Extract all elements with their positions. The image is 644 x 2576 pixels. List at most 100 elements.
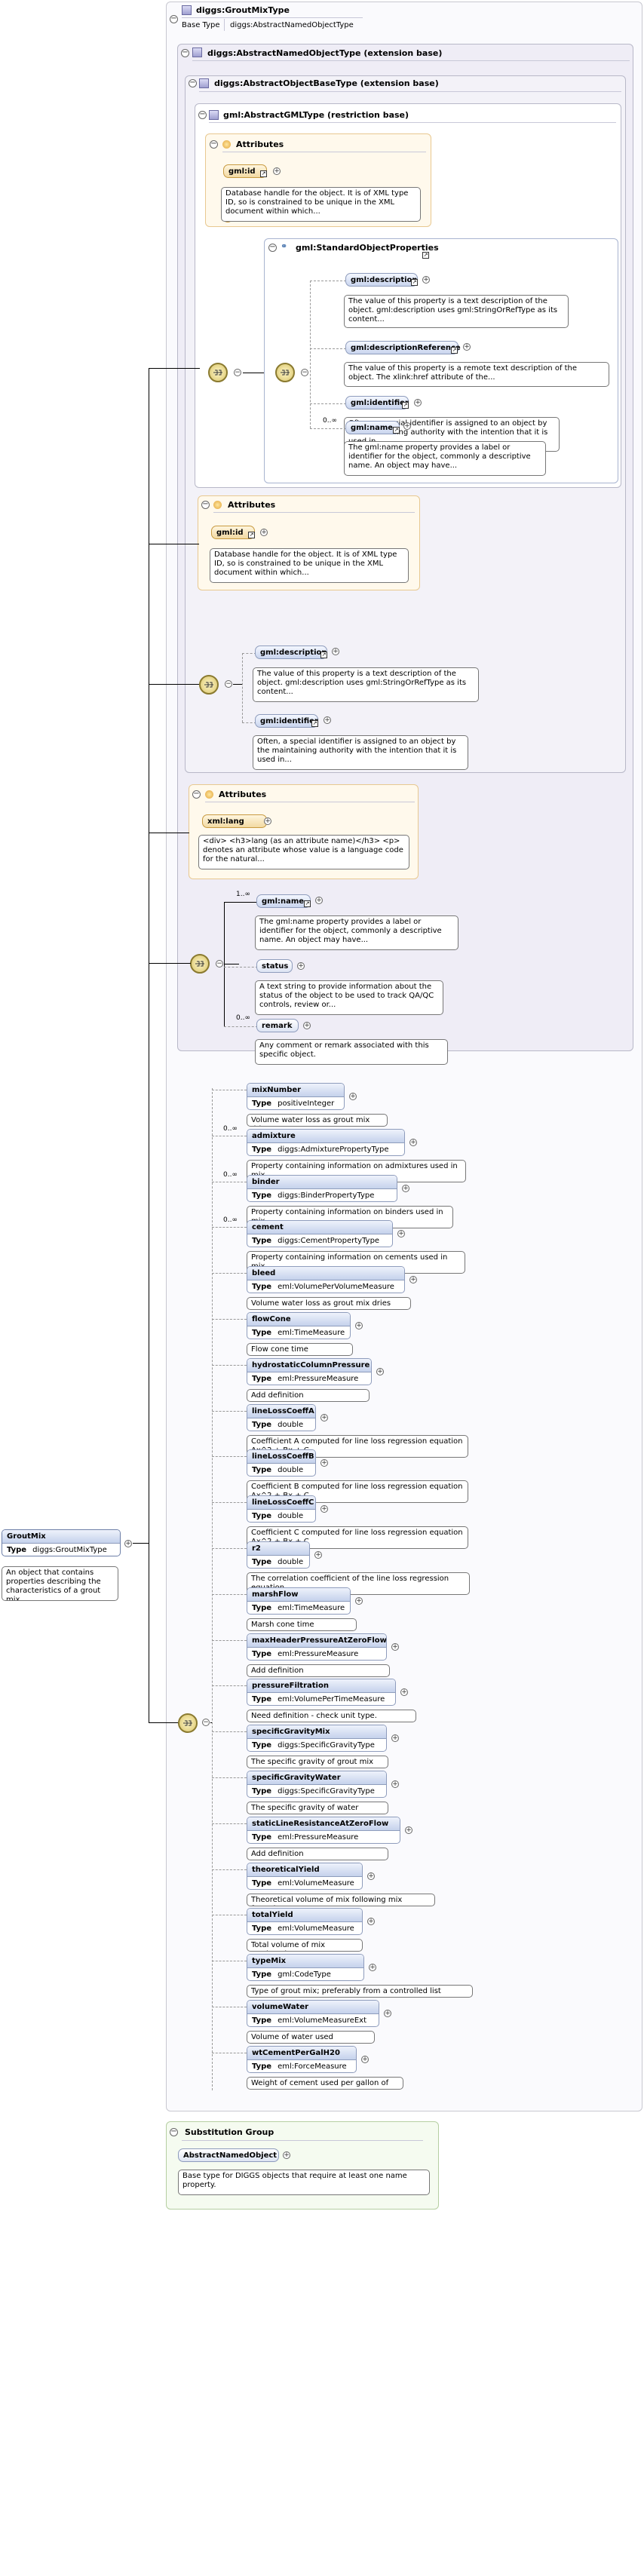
element-type-label: Type xyxy=(252,1283,272,1291)
std-props-collapse-toggle[interactable]: − xyxy=(268,243,277,252)
base-prop-description[interactable]: gml:description xyxy=(255,646,327,659)
std-prop-identifier[interactable]: gml:identifier xyxy=(345,396,409,409)
expand-element-lineLossCoeffC[interactable]: + xyxy=(320,1505,328,1513)
named-prop-remark-desc: Any comment or remark associated with th… xyxy=(255,1039,448,1065)
element-name: admixture xyxy=(247,1130,404,1143)
expand-std-prop-name[interactable]: + xyxy=(403,422,411,430)
attributes-collapse-toggle[interactable]: − xyxy=(192,790,201,799)
expand-named-prop-gml-name[interactable]: + xyxy=(315,897,323,904)
substitution-element[interactable]: AbstractNamedObject xyxy=(178,2148,279,2162)
expand-base-gml-id[interactable]: + xyxy=(260,529,268,536)
expand-element-wtCementPerGalH20[interactable]: + xyxy=(361,2056,369,2063)
expand-element-staticLineResistanceAtZeroFlow[interactable]: + xyxy=(405,1826,412,1834)
element-description: Type of grout mix; preferably from a con… xyxy=(247,1985,473,1998)
expand-element-pressureFiltration[interactable]: + xyxy=(400,1688,408,1696)
element-type-value: eml:PressureMeasure xyxy=(278,1650,359,1658)
expand-element-cement[interactable]: + xyxy=(397,1230,405,1237)
expand-element-specificGravityWater[interactable]: + xyxy=(391,1780,399,1788)
expand-element-lineLossCoeffA[interactable]: + xyxy=(320,1414,328,1421)
expand-content-sequence[interactable]: − xyxy=(202,1719,210,1726)
expand-element-mixNumber[interactable]: + xyxy=(349,1093,357,1100)
expand-sequence[interactable]: − xyxy=(301,369,308,376)
attributes-collapse-toggle[interactable]: − xyxy=(210,140,218,149)
expand-element-maxHeaderPressureAtZeroFlow[interactable]: + xyxy=(391,1643,399,1651)
element-type-label: Type xyxy=(252,1099,272,1108)
expand-element-typeMix[interactable]: + xyxy=(369,1964,376,1971)
link-icon: ↗ xyxy=(451,347,458,354)
std-prop-description[interactable]: gml:description xyxy=(345,273,418,287)
std-prop-descriptionReference[interactable]: gml:descriptionReference xyxy=(345,341,461,354)
element-type-value: diggs:AdmixturePropertyType xyxy=(278,1145,389,1154)
expand-std-prop-identifier[interactable]: + xyxy=(414,399,422,406)
base-prop-identifier[interactable]: gml:identifier xyxy=(255,714,318,728)
expand-named-prop-remark[interactable]: + xyxy=(303,1022,311,1029)
expand-gml-id[interactable]: + xyxy=(273,167,281,175)
expand-element-flowCone[interactable]: + xyxy=(355,1322,363,1329)
std-prop-name[interactable]: gml:name xyxy=(345,421,400,434)
expand-element-theoreticalYield[interactable]: + xyxy=(367,1872,375,1880)
expand-base-prop-description[interactable]: + xyxy=(332,648,339,655)
substitution-collapse-toggle[interactable]: − xyxy=(170,2127,178,2136)
ext-base-collapse-toggle[interactable]: − xyxy=(189,78,197,87)
expand-element-totalYield[interactable]: + xyxy=(367,1918,375,1925)
named-prop-remark[interactable]: remark xyxy=(256,1019,299,1032)
named-prop-status[interactable]: status xyxy=(256,959,293,973)
expand-std-prop-description[interactable]: + xyxy=(422,276,430,284)
expand-grout-mix[interactable]: + xyxy=(124,1540,132,1547)
expand-sequence[interactable]: − xyxy=(225,680,232,688)
attributes-collapse-toggle[interactable]: − xyxy=(201,500,210,509)
occurrence-label: 0..∞ xyxy=(223,1216,238,1224)
expand-sequence[interactable]: − xyxy=(234,369,241,376)
element-name: theoreticalYield xyxy=(247,1863,362,1877)
expand-element-lineLossCoeffB[interactable]: + xyxy=(320,1459,328,1467)
expand-element-specificGravityMix[interactable]: + xyxy=(391,1734,399,1742)
expand-element-hydrostaticColumnPressure[interactable]: + xyxy=(376,1368,384,1375)
element-type-label: Type xyxy=(252,1466,272,1474)
gml-abs-collapse-toggle[interactable]: − xyxy=(198,110,207,119)
expand-base-prop-identifier[interactable]: + xyxy=(324,716,331,724)
expand-std-prop-descriptionReference[interactable]: + xyxy=(463,343,471,351)
expand-xml-lang[interactable]: + xyxy=(264,817,271,825)
ext-named-collapse-toggle[interactable]: − xyxy=(181,48,189,57)
expand-element-r2[interactable]: + xyxy=(314,1551,322,1559)
expand-named-prop-status[interactable]: + xyxy=(297,962,305,970)
expand-substitution-element[interactable]: + xyxy=(283,2151,290,2159)
element-description: Add definition xyxy=(247,1848,388,1860)
expand-element-admixture[interactable]: + xyxy=(409,1139,417,1146)
expand-sequence[interactable]: − xyxy=(216,960,223,968)
element-type-label: Type xyxy=(252,1970,272,1979)
expand-element-binder[interactable]: + xyxy=(402,1185,409,1192)
xml-lang-attribute[interactable]: xml:lang xyxy=(202,814,267,828)
element-description: Volume water loss as grout mix dries xyxy=(247,1297,411,1310)
expand-element-volumeWater[interactable]: + xyxy=(384,2010,391,2017)
expand-element-bleed[interactable]: + xyxy=(409,1276,417,1283)
named-prop-gml-name[interactable]: gml:name xyxy=(256,894,311,908)
element-type-value: double xyxy=(278,1466,304,1474)
complex-type-icon xyxy=(192,48,202,57)
expand-element-marshFlow[interactable]: + xyxy=(355,1597,363,1605)
root-collapse-toggle[interactable]: − xyxy=(170,14,178,23)
